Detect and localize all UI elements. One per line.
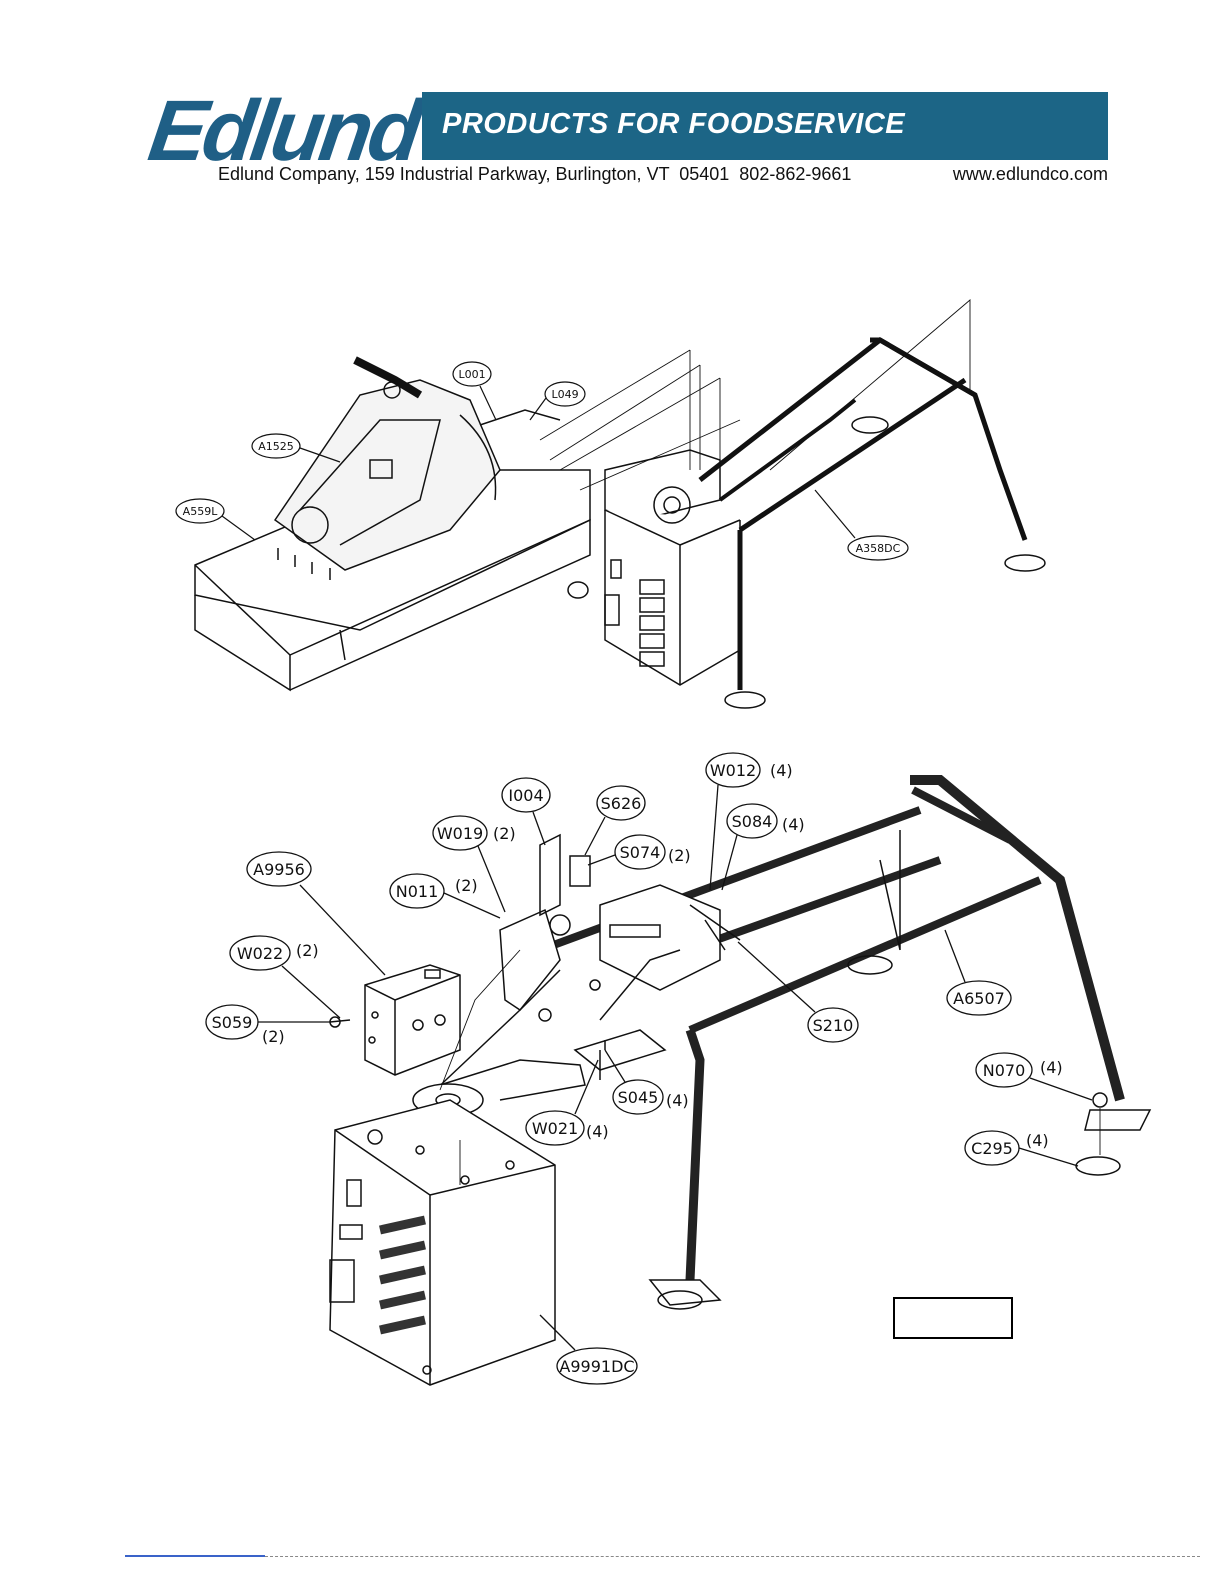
callout-a9991dc-label: A9991DC: [559, 1357, 634, 1376]
callout-s059-qty: (2): [262, 1027, 285, 1046]
callout-c295-qty: (4): [1026, 1131, 1049, 1150]
callout-s059: S059 (2): [206, 1005, 330, 1046]
callout-n011-label: N011: [396, 882, 439, 901]
callout-a9956-label: A9956: [253, 860, 305, 879]
callout-l001-label: L001: [458, 368, 485, 381]
callout-s210: S210: [738, 942, 858, 1042]
callout-a358dc-label: A358DC: [856, 542, 901, 555]
callout-n070-qty: (4): [1040, 1058, 1063, 1077]
callout-w021: W021 (4): [526, 1060, 609, 1145]
exploded-unit-drawing: [330, 780, 1150, 1385]
callout-a559l: A559L: [176, 499, 255, 540]
callout-w022-label: W022: [237, 944, 283, 963]
callout-n011-qty: (2): [455, 876, 478, 895]
callout-w019-qty: (2): [493, 824, 516, 843]
callout-s045-qty: (4): [666, 1091, 689, 1110]
callout-s074-label: S074: [620, 843, 661, 862]
callout-w021-qty: (4): [586, 1122, 609, 1141]
footer-divider: [265, 1556, 1200, 1557]
callout-w012-qty: (4): [770, 761, 793, 780]
callout-n070-label: N070: [983, 1061, 1026, 1080]
callout-s059-label: S059: [212, 1013, 253, 1032]
footer-link-underline: [125, 1555, 265, 1557]
callout-n070: N070 (4): [976, 1053, 1092, 1100]
callout-s626-label: S626: [601, 794, 642, 813]
callout-a6507: A6507: [945, 930, 1011, 1015]
callout-s084-label: S084: [732, 812, 773, 831]
callout-w022: W022 (2): [230, 936, 340, 1018]
callout-w019: W019 (2): [433, 816, 516, 912]
callout-c295-label: C295: [971, 1139, 1013, 1158]
callout-w012-label: W012: [710, 761, 756, 780]
callout-w019-label: W019: [437, 824, 483, 843]
callout-i004-label: I004: [508, 786, 543, 805]
callout-a358dc: A358DC: [815, 490, 908, 560]
callout-a1525-label: A1525: [258, 440, 294, 453]
callout-s084-qty: (4): [782, 815, 805, 834]
callout-w022-qty: (2): [296, 941, 319, 960]
callout-s045-label: S045: [618, 1088, 659, 1107]
callout-s074-qty: (2): [668, 846, 691, 865]
assembled-unit-drawing: [195, 300, 1045, 708]
blank-label-box: [893, 1297, 1013, 1339]
callout-s210-label: S210: [813, 1016, 854, 1035]
callout-l049-label: L049: [551, 388, 578, 401]
callout-a6507-label: A6507: [953, 989, 1005, 1008]
callout-s074: S074 (2): [588, 835, 691, 869]
callout-a559l-label: A559L: [183, 505, 219, 518]
callout-c295: C295 (4): [965, 1131, 1078, 1166]
callout-w021-label: W021: [532, 1119, 578, 1138]
callout-n011: N011 (2): [390, 874, 500, 918]
